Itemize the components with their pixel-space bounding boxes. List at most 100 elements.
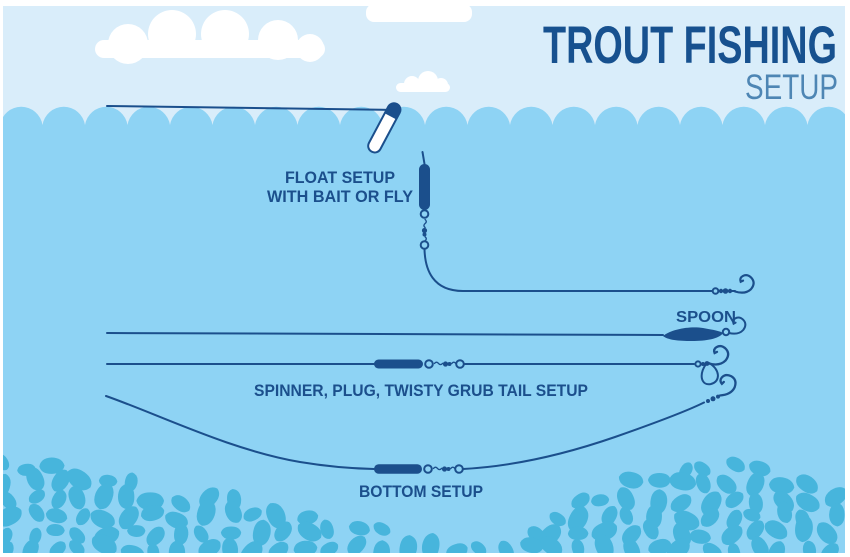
pebble (51, 489, 67, 509)
pebble (49, 541, 66, 557)
pebble (642, 519, 659, 540)
pebble (540, 536, 563, 557)
spinner-label: SPINNER, PLUG, TWISTY GRUB TAIL SETUP (254, 381, 588, 400)
pebble (749, 460, 771, 477)
inline-sinker (374, 464, 422, 474)
spinner-rig (106, 344, 731, 386)
pebble (721, 525, 743, 546)
spoon-label: SPOON (676, 309, 736, 326)
pebble (746, 520, 765, 540)
pebble (127, 525, 146, 538)
pebble (98, 474, 118, 487)
pebble (748, 492, 763, 515)
pebble (669, 472, 697, 491)
line-ring (711, 287, 720, 295)
pebble (700, 508, 720, 527)
pebble (746, 472, 765, 496)
pebble (373, 522, 391, 536)
pebble (567, 526, 589, 541)
pebble (146, 526, 165, 546)
pebble (618, 471, 644, 489)
pebble (695, 473, 711, 494)
float-dropper-line (421, 151, 426, 165)
pebble (769, 477, 795, 494)
pebble (751, 536, 769, 557)
pebble (795, 514, 813, 543)
pebble (45, 508, 68, 524)
spinner-blade (700, 362, 719, 386)
pebble (694, 461, 711, 477)
pebble (196, 499, 216, 526)
pebble (266, 502, 286, 529)
pebble (689, 529, 711, 544)
pebble (171, 495, 191, 513)
pebble (616, 487, 635, 510)
page-subtitle: SETUP (745, 68, 838, 107)
pebble (69, 527, 86, 544)
pebble (26, 467, 45, 491)
pebble (118, 506, 139, 530)
pebble (648, 538, 671, 556)
pebble (796, 492, 820, 513)
pebble (243, 507, 262, 522)
pebble (320, 541, 339, 556)
pebble (174, 523, 189, 546)
pebble (824, 487, 848, 507)
pebble (90, 509, 115, 529)
pebble (591, 494, 610, 507)
line-ring (694, 360, 702, 368)
spoon-ring (721, 327, 731, 337)
pencil-float (367, 102, 402, 154)
pebble (619, 506, 634, 525)
pebble (816, 522, 838, 545)
pebble (347, 535, 367, 556)
pebble (571, 492, 590, 509)
pebble (726, 509, 743, 530)
leader-line (423, 248, 713, 292)
pebble (297, 510, 319, 525)
pebble (220, 526, 242, 540)
pebble (647, 472, 671, 488)
pebble (726, 456, 745, 473)
spoon-lure (663, 327, 723, 341)
pebble (240, 541, 263, 557)
bottom-setup-rig (105, 371, 741, 474)
pebble (320, 519, 334, 539)
spoon-rig (106, 315, 748, 341)
pebble (28, 503, 45, 522)
pebble (51, 469, 70, 492)
pebble (117, 483, 135, 510)
pebble (193, 525, 209, 543)
float-setup-label-line1: FLOAT SETUP (285, 169, 395, 187)
split-shot-beads (718, 288, 733, 294)
pebble (198, 538, 221, 557)
pebble (28, 489, 45, 504)
pebble (141, 504, 165, 522)
pebble (725, 491, 744, 509)
spoon-line (106, 332, 664, 336)
pebble (567, 506, 589, 532)
water-body (0, 106, 850, 557)
bottom-setup-label: BOTTOM SETUP (359, 482, 483, 501)
pebble (768, 541, 786, 557)
pebble (293, 540, 318, 557)
pebble (0, 506, 22, 527)
pebble (601, 505, 618, 526)
pebble (46, 524, 65, 537)
pebble (94, 483, 114, 510)
pebble (764, 520, 788, 540)
pebble (274, 521, 292, 542)
pebble (0, 491, 17, 510)
pebble (252, 519, 271, 547)
pebble (68, 486, 86, 510)
pebble (470, 541, 487, 556)
float-setup-rig (106, 102, 756, 295)
pebble (670, 494, 692, 513)
pebble (67, 468, 92, 491)
pebble (520, 537, 543, 554)
float-weight (419, 164, 430, 210)
pebble (549, 511, 566, 527)
inline-sinker (374, 359, 423, 369)
pebble (39, 457, 65, 474)
